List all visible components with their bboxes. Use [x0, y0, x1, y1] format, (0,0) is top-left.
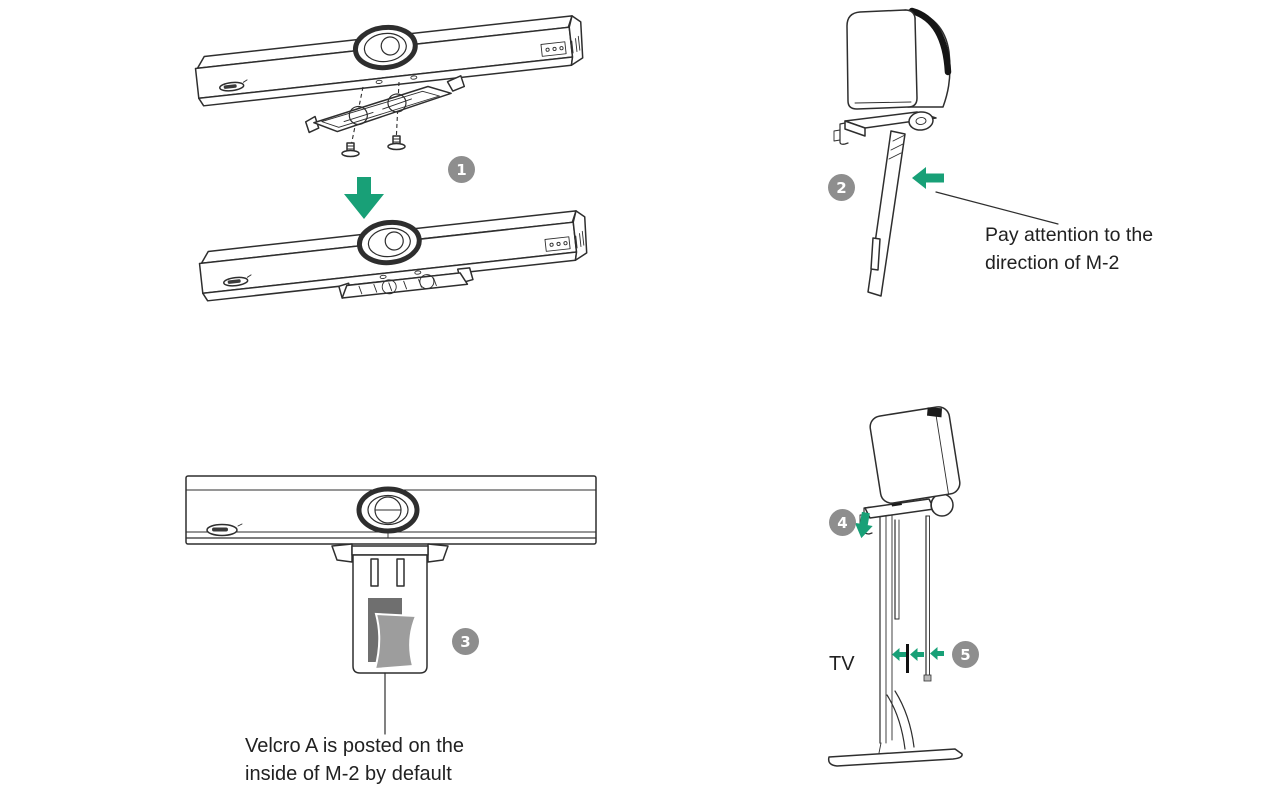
- video-bar-assembled-drawing: [197, 201, 590, 314]
- bracket-plate-drawing: [304, 75, 466, 134]
- step-badge-4: 4: [829, 509, 856, 536]
- note-leader-line: [935, 191, 1059, 225]
- device-side-view-drawing: [846, 7, 952, 110]
- tv-drawing: [827, 513, 963, 767]
- step-badge-2: 2: [828, 174, 855, 201]
- m2-direction-note-line1: Pay attention to the: [985, 224, 1154, 246]
- velcro-note-line2: inside of M-2 by default: [245, 762, 452, 785]
- step-badge-1: 1: [448, 156, 475, 183]
- mount-plate-drawing: [894, 519, 900, 620]
- velcro-note-line1: Velcro A is posted on the: [245, 735, 465, 757]
- figure-step2-m2-direction: [833, 7, 1059, 297]
- thumb-screw-left: [341, 142, 360, 158]
- figure-step3-velcro: [185, 475, 597, 735]
- m2-direction-note-line2: direction of M-2: [985, 252, 1120, 274]
- video-bar-top-drawing: [193, 6, 585, 106]
- step-badge-5: 5: [952, 641, 979, 668]
- figure-step1-attach-bracket: [180, 5, 600, 315]
- device-on-mount-drawing: [859, 406, 961, 535]
- thumb-screw-right: [387, 135, 406, 151]
- figure-step4-5-hang-on-tv: [827, 406, 963, 767]
- mount-and-strap-drawing: [833, 111, 937, 297]
- video-bar-front-drawing: [185, 475, 597, 545]
- tv-label: TV: [829, 653, 855, 675]
- gap-tick-mark: [906, 644, 909, 673]
- m2-direction-note: Pay attention to the direction of M-2: [985, 221, 1153, 277]
- step-badge-3: 3: [452, 628, 479, 655]
- velcro-a-front-flap: [373, 612, 418, 671]
- velcro-note: Velcro A is posted on the inside of M-2 …: [245, 733, 464, 788]
- strap-behind-tv-drawing: [923, 515, 932, 682]
- strap-velcro-drawing: [331, 543, 449, 735]
